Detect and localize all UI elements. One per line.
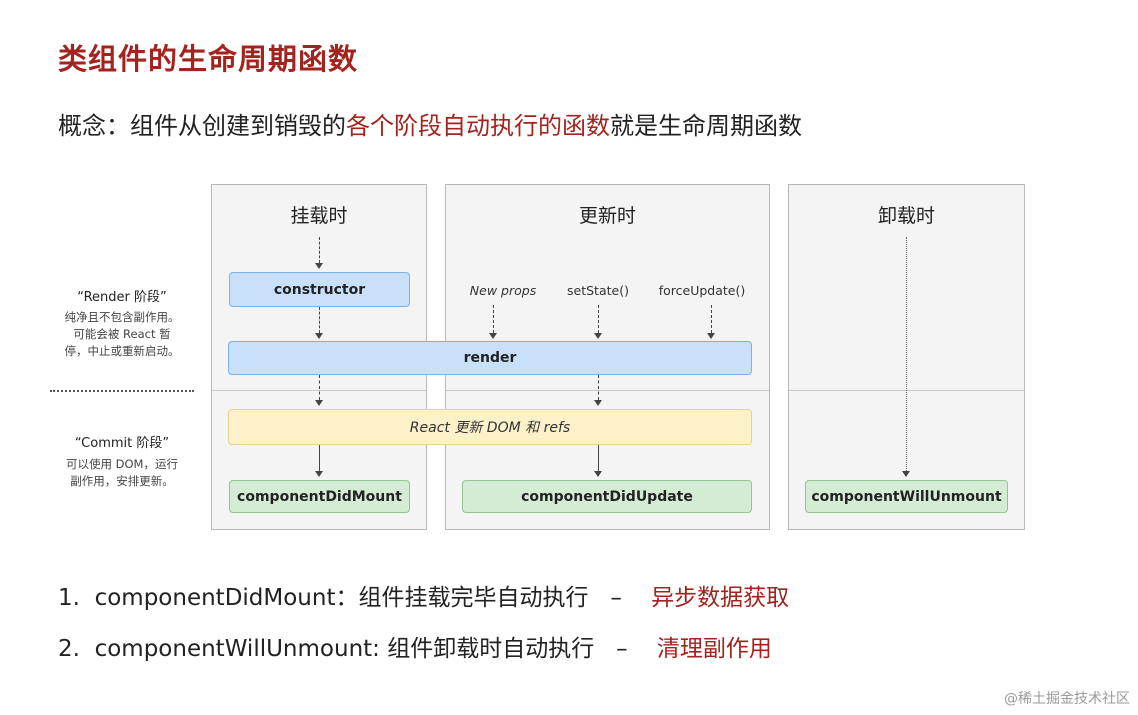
commit-stage-label: “Commit 阶段” [74, 436, 170, 451]
update-divider [446, 390, 769, 391]
component-did-mount-box: componentDidMount [229, 480, 410, 513]
arrow-head-icon [489, 333, 497, 339]
arrow-line [319, 237, 320, 263]
arrow-head-icon [315, 333, 323, 339]
list-item-purpose: 清理副作用 [656, 636, 772, 662]
constructor-box: constructor [229, 272, 410, 307]
mount-header: 挂载时 [290, 205, 348, 227]
arrow-line [319, 307, 320, 333]
list-item-desc: 组件卸载时自动执行 [379, 636, 595, 662]
component-did-update-box: componentDidUpdate [462, 480, 752, 513]
arrow-line [906, 237, 907, 471]
trigger-set-state: setState() [567, 283, 629, 298]
arrow-head-icon [594, 333, 602, 339]
arrow-line [319, 445, 320, 471]
concept-line: 概念：组件从创建到销毁的各个阶段自动执行的函数就是生命周期函数 [58, 106, 802, 141]
concept-text: 概念：组件从创建到销毁的 [58, 112, 346, 140]
page-title: 类组件的生命周期函数 [58, 42, 359, 76]
arrow-head-icon [315, 263, 323, 269]
render-stage-label: “Render 阶段” [77, 290, 167, 305]
commit-stage-description: 可以使用 DOM，运行 副作用，安排更新。 [66, 457, 178, 488]
arrow-line [319, 375, 320, 400]
render-stage-description: 纯净且不包含副作用。 可能会被 React 暂 停，中止或重新启动。 [64, 310, 180, 358]
render-box: render [228, 341, 752, 375]
trigger-new-props: New props [469, 283, 537, 298]
arrow-line [598, 375, 599, 400]
stage-separator [50, 390, 194, 392]
arrow-line [493, 305, 494, 333]
arrow-head-icon [902, 471, 910, 477]
unmount-header: 卸载时 [877, 205, 935, 227]
arrow-line [598, 445, 599, 471]
concept-text-end: 就是生命周期函数 [610, 112, 802, 140]
list-item: 1. componentDidMount：组件挂载完毕自动执行 – 异步数据获取 [58, 585, 790, 611]
arrow-head-icon [315, 471, 323, 477]
list-item: 2. componentWillUnmount: 组件卸载时自动执行 – 清理副… [58, 636, 772, 662]
list-item-name: componentDidMount [94, 585, 336, 611]
arrow-line [598, 305, 599, 333]
arrow-head-icon [594, 471, 602, 477]
list-item-purpose: 异步数据获取 [651, 585, 790, 611]
update-header: 更新时 [578, 205, 636, 227]
react-update-dom-box: React 更新 DOM 和 refs [228, 409, 752, 445]
watermark: @稀土掘金技术社区 [1004, 691, 1130, 707]
list-item-name: componentWillUnmount [94, 636, 373, 662]
trigger-force-update: forceUpdate() [658, 283, 746, 298]
arrow-line [711, 305, 712, 333]
list-item-desc: 组件挂载完毕自动执行 [358, 585, 589, 611]
component-will-unmount-box: componentWillUnmount [805, 480, 1008, 513]
arrow-head-icon [594, 400, 602, 406]
concept-highlight: 各个阶段自动执行的函数 [346, 112, 610, 140]
arrow-head-icon [707, 333, 715, 339]
arrow-head-icon [315, 400, 323, 406]
